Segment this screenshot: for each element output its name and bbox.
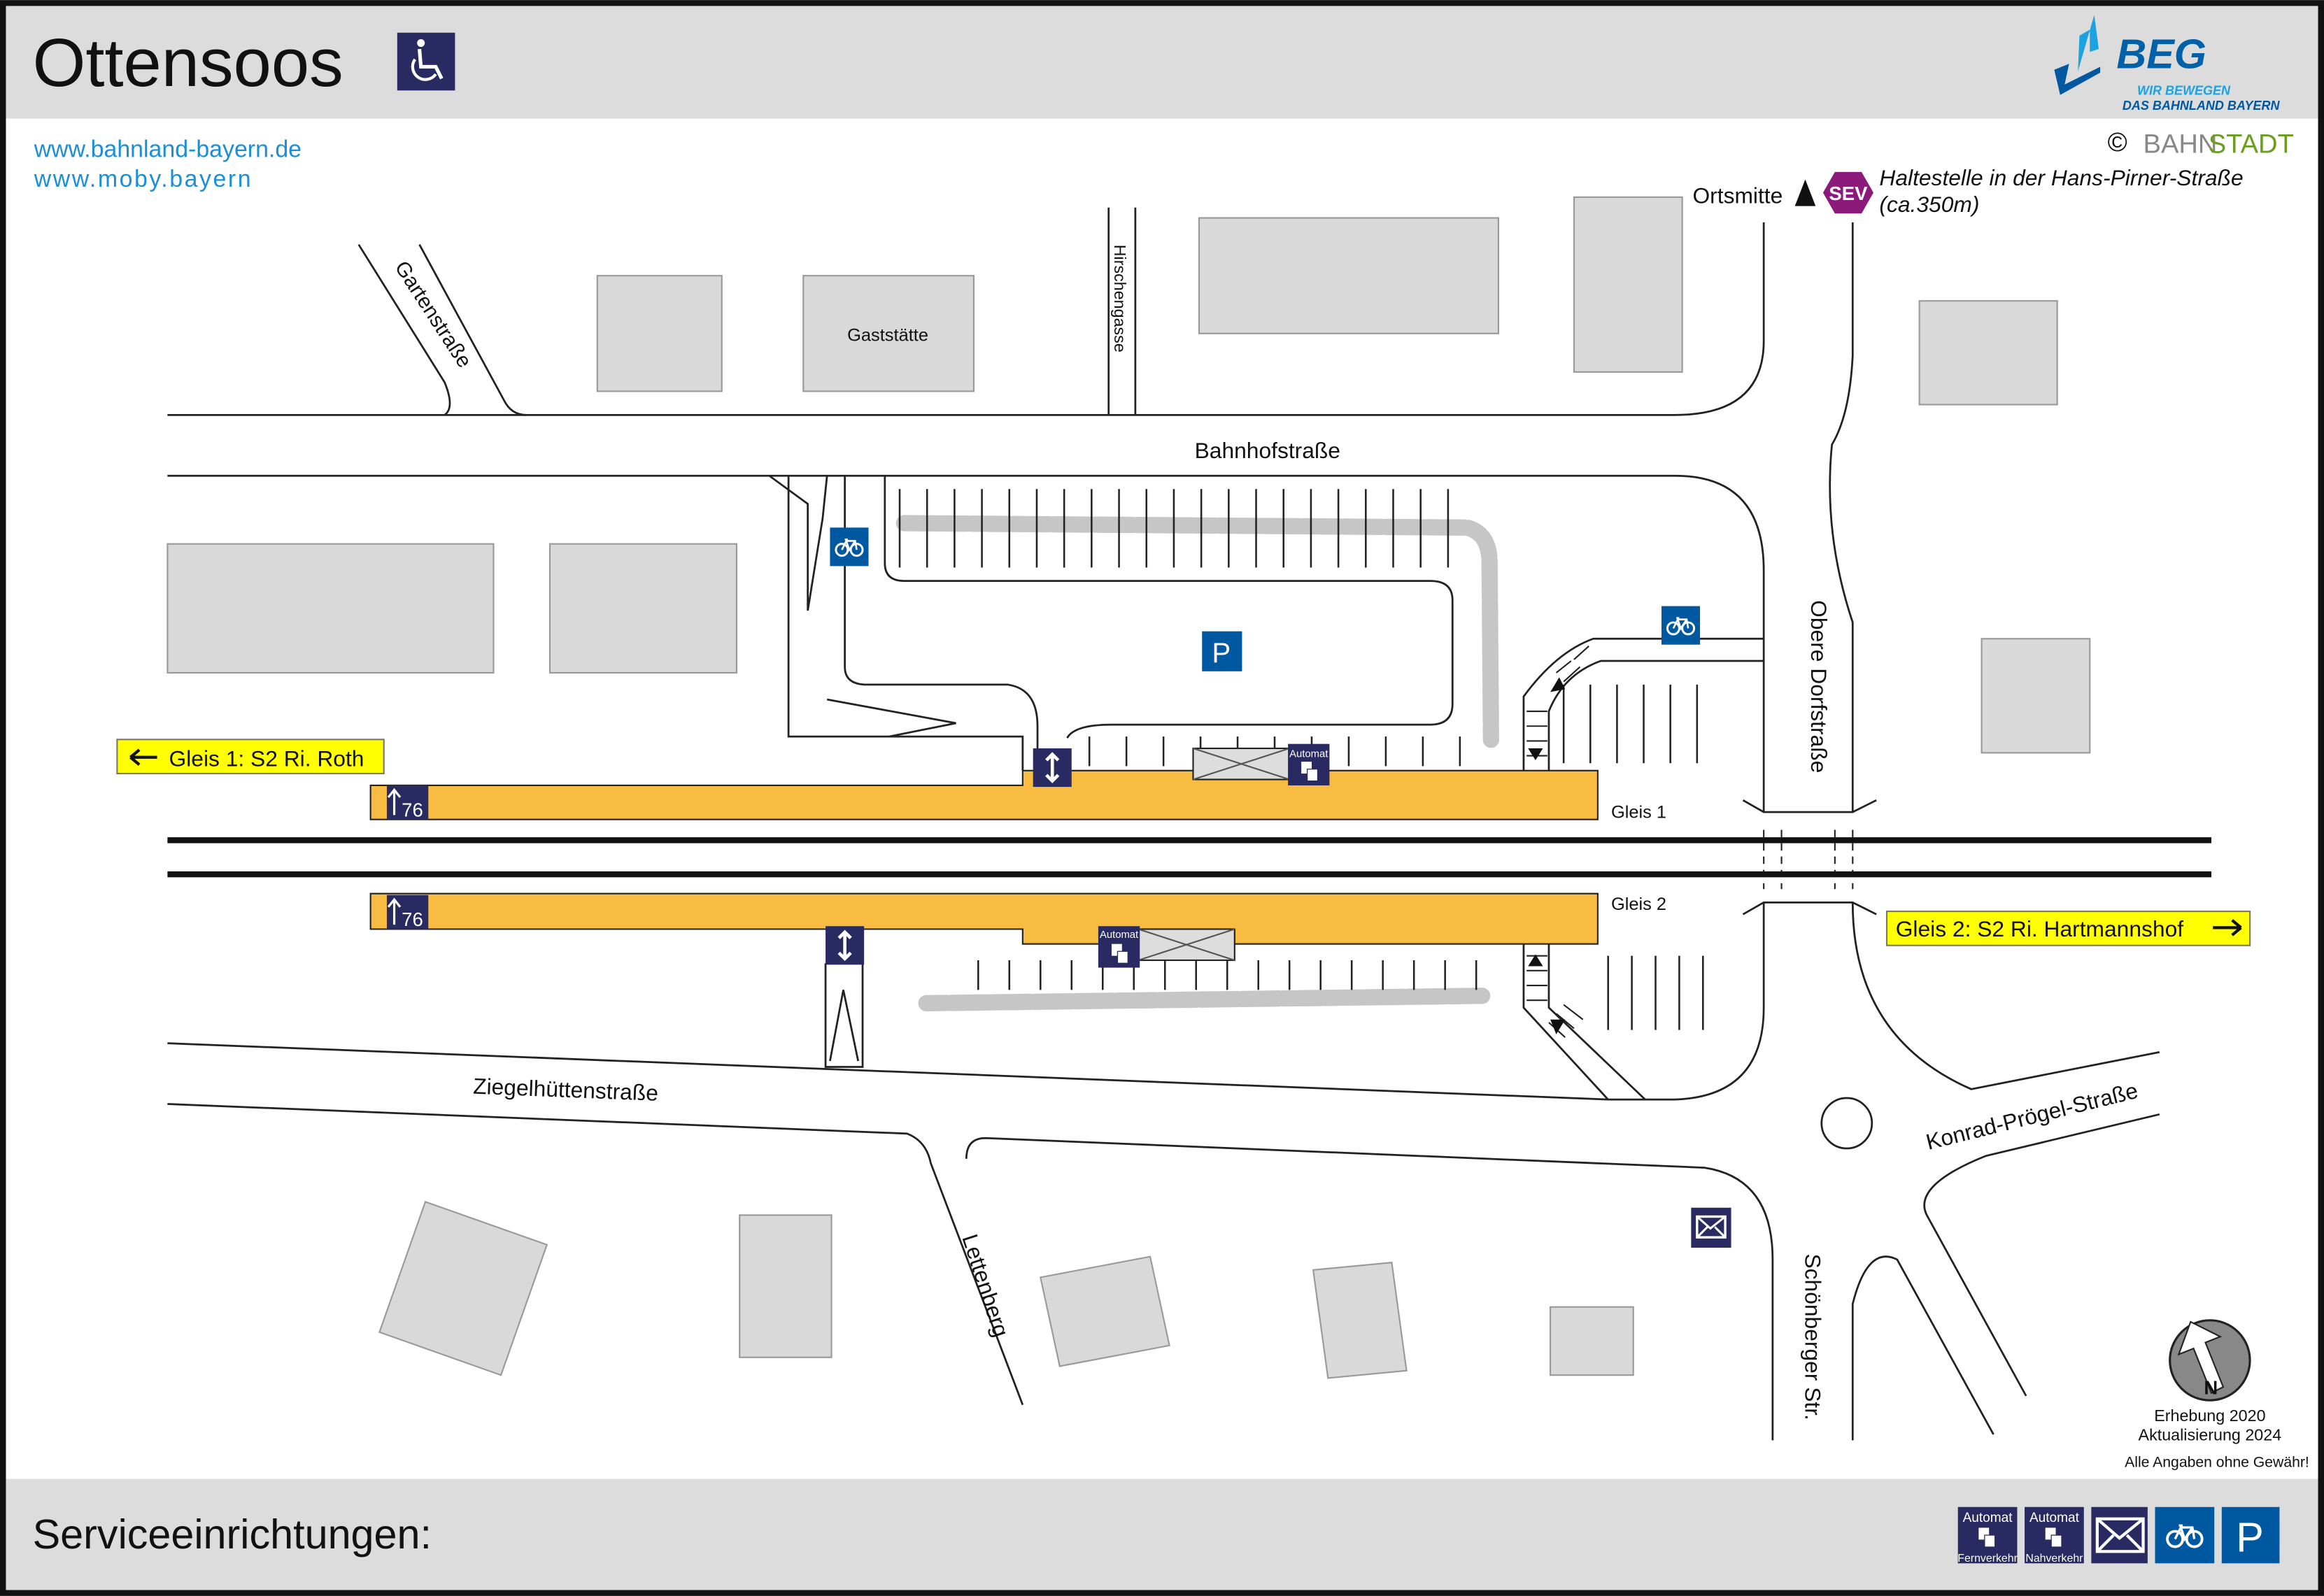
copyright-bahnstadt: © BAHN STADT <box>2108 127 2294 159</box>
link-bahnland-bayern[interactable]: www.bahnland-bayern.de <box>34 136 302 163</box>
gleis-2-label: Gleis 2 <box>1611 895 1666 914</box>
svg-text:STADT: STADT <box>2209 129 2294 159</box>
parking-icon: P <box>1202 631 1242 671</box>
svg-text:Automat: Automat <box>1289 749 1328 760</box>
legend-bicycle-icon <box>2155 1506 2215 1564</box>
north-arrow-icon: N <box>2169 1319 2251 1402</box>
svg-text:Gleis 2: S2 Ri. Hartmannshof: Gleis 2: S2 Ri. Hartmannshof <box>1896 916 2184 941</box>
gleis-2-direction-sign: Gleis 2: S2 Ri. Hartmannshof <box>1885 911 2251 946</box>
svg-text:Gleis 1: S2 Ri. Roth: Gleis 1: S2 Ri. Roth <box>169 746 364 771</box>
street-label: Hirschengasse <box>1111 245 1129 352</box>
bicycle-parking-icon <box>830 527 869 567</box>
stairs-up-arrow-icon <box>1528 954 1543 967</box>
svg-text:76: 76 <box>402 909 423 930</box>
gleis-1-direction-sign: Gleis 1: S2 Ri. Roth <box>116 739 385 775</box>
ortsmitte-label: Ortsmitte <box>1692 183 1783 208</box>
svg-text:WIR BEWEGEN: WIR BEWEGEN <box>2137 84 2231 98</box>
legend-ticket-machine-fernverkehr: Automat Fernverkehr <box>1957 1506 2018 1565</box>
beg-logo: BEG WIR BEWEGEN DAS BAHNLAND BAYERN <box>2054 15 2281 113</box>
sev-badge: SEV <box>1822 171 1873 214</box>
svg-text:P: P <box>2236 1513 2264 1560</box>
platform-height-badge: 76 <box>386 785 429 820</box>
svg-text:Automat: Automat <box>1100 929 1139 941</box>
elevator-icon <box>1033 748 1072 788</box>
street-label: Schönberger Str. <box>1800 1253 1825 1420</box>
sev-stop-distance: (ca.350m) <box>1879 192 1979 217</box>
bicycle-parking-icon <box>1661 606 1701 645</box>
wheelchair-icon <box>397 32 455 91</box>
svg-text:DAS BAHNLAND BAYERN: DAS BAHNLAND BAYERN <box>2123 99 2281 113</box>
buildings <box>166 196 2091 1379</box>
sev-stop-label: Haltestelle in der Hans-Pirner-Straße <box>1879 165 2243 190</box>
header-bar <box>6 6 2318 119</box>
legend-mail-icon <box>2091 1506 2148 1564</box>
platform-height-badge: 76 <box>386 895 429 930</box>
gleis-1-label: Gleis 1 <box>1611 803 1666 822</box>
hedge <box>895 515 1499 750</box>
shelter <box>1138 928 1235 962</box>
page-title: Ottensoos <box>33 24 343 101</box>
ticket-machine-icon: Automat <box>1288 743 1330 785</box>
tracks <box>167 837 2211 878</box>
platform-gleis-2 <box>369 892 1599 945</box>
svg-text:Automat: Automat <box>1963 1511 2013 1525</box>
stairs-down-arrow-icon <box>1528 748 1543 760</box>
footer-title: Serviceeinrichtungen: <box>33 1511 432 1558</box>
legend-ticket-machine-nahverkehr: Automat Nahverkehr <box>2025 1506 2084 1565</box>
svg-text:Nahverkehr: Nahverkehr <box>2025 1553 2083 1565</box>
elevator-icon <box>826 926 865 965</box>
direction-triangle-icon <box>1794 179 1816 206</box>
hedge <box>918 988 1491 1012</box>
svg-text:SEV: SEV <box>1829 183 1868 204</box>
shelter <box>1192 747 1291 781</box>
street-label: Bahnhofstraße <box>1195 438 1340 463</box>
svg-text:©: © <box>2108 127 2127 157</box>
survey-year: Erhebung 2020 <box>2154 1406 2265 1425</box>
building-label-gaststaette: Gaststätte <box>847 325 928 345</box>
ticket-machine-icon: Automat <box>1098 926 1140 968</box>
link-moby-bayern[interactable]: www.moby.bayern <box>34 166 253 192</box>
svg-text:Automat: Automat <box>2029 1511 2080 1525</box>
roads <box>167 207 2160 1441</box>
stairs-arrow-icon <box>1550 677 1566 692</box>
svg-text:N: N <box>2204 1377 2218 1399</box>
svg-text:P: P <box>1212 637 1231 669</box>
footer-bar <box>6 1479 2318 1590</box>
update-year: Aktualisierung 2024 <box>2139 1425 2282 1444</box>
street-label: Obere Dorfstraße <box>1806 600 1831 773</box>
svg-text:BEG: BEG <box>2116 31 2206 78</box>
svg-text:Fernverkehr: Fernverkehr <box>1957 1553 2018 1565</box>
svg-text:76: 76 <box>402 799 423 820</box>
svg-text:BAHN: BAHN <box>2144 129 2218 159</box>
disclaimer: Alle Angaben ohne Gewähr! <box>2125 1455 2309 1471</box>
mail-icon <box>1691 1207 1731 1248</box>
legend-parking-icon: P <box>2221 1506 2280 1564</box>
stairs-arrow-icon <box>1550 1019 1566 1034</box>
